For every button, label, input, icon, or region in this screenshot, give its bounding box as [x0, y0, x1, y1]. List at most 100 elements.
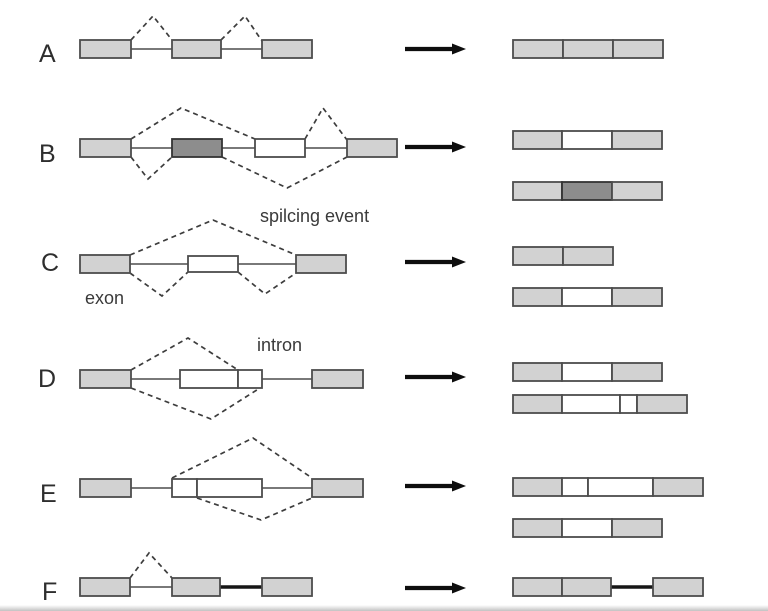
mrna-product-strand — [512, 477, 704, 497]
annotation-intron: intron — [257, 335, 303, 355]
row-e — [79, 437, 704, 538]
exon-box-gray — [611, 130, 663, 150]
exon-box-gray — [512, 477, 563, 497]
splice-event-path — [130, 337, 239, 371]
exon-box-gray — [652, 477, 704, 497]
mrna-product-strand — [512, 518, 663, 538]
row-label-e: E — [40, 480, 57, 508]
exon-box-white — [561, 287, 613, 307]
pre-mrna-strand — [79, 577, 313, 597]
exon-box-white — [179, 369, 239, 389]
exon-box-white — [561, 518, 613, 538]
row-label-c: C — [41, 249, 60, 277]
bottom-edge-shadow — [0, 605, 768, 611]
exon-box-gray — [512, 246, 564, 266]
arrow-head-icon — [452, 371, 466, 383]
exon-box-gray — [79, 39, 132, 59]
mrna-product-strand — [512, 394, 688, 414]
exon-box-gray — [512, 518, 563, 538]
pre-mrna-strand — [79, 138, 398, 158]
row-c — [79, 219, 663, 307]
exon-box-gray — [612, 39, 664, 59]
exon-box-gray — [311, 478, 364, 498]
exon-box-gray — [79, 369, 132, 389]
splice-event-path — [129, 271, 189, 298]
pre-mrna-strand — [79, 369, 364, 389]
exon-box-gray — [79, 577, 131, 597]
splice-event-path — [130, 107, 256, 140]
exon-box-gray — [652, 577, 704, 597]
row-f — [79, 551, 704, 597]
row-a — [79, 14, 664, 59]
exon-box-white — [619, 394, 638, 414]
splice-event-path — [130, 156, 173, 181]
exon-box-gray — [79, 138, 132, 158]
exon-box-gray — [79, 478, 132, 498]
splice-event-path — [221, 156, 348, 189]
exon-box-gray — [611, 287, 663, 307]
splice-event-path — [129, 219, 297, 256]
pre-mrna-strand — [79, 478, 364, 498]
exon-box-gray — [611, 181, 663, 201]
exon-box-dark — [561, 181, 613, 201]
pre-mrna-strand — [79, 39, 313, 59]
exon-box-gray — [261, 577, 313, 597]
exon-box-gray — [611, 362, 663, 382]
splice-event-path — [130, 14, 173, 41]
exon-box-gray — [512, 130, 563, 150]
arrow-head-icon — [452, 256, 466, 268]
exon-box-gray — [512, 577, 563, 597]
exon-box-gray — [611, 518, 663, 538]
exon-box-gray — [636, 394, 688, 414]
exon-box-gray — [512, 362, 563, 382]
mrna-product-strand — [512, 181, 663, 201]
exon-box-gray — [311, 369, 364, 389]
exon-box-white — [171, 478, 198, 498]
annotation-exon: exon — [85, 288, 125, 308]
mrna-product-strand — [512, 130, 663, 150]
exon-box-gray — [295, 254, 347, 274]
row-label-b: B — [39, 140, 56, 168]
exon-box-white — [561, 394, 621, 414]
exon-box-white — [237, 369, 263, 389]
exon-box-gray — [512, 181, 563, 201]
exon-box-gray — [561, 577, 612, 597]
exon-box-gray — [79, 254, 131, 274]
mrna-product-strand — [512, 246, 614, 266]
exon-box-white — [561, 477, 589, 497]
exon-box-gray — [512, 39, 564, 59]
splice-event-path — [171, 437, 313, 479]
exon-box-gray — [562, 39, 614, 59]
arrow-head-icon — [452, 43, 466, 55]
row-b — [79, 106, 663, 201]
exon-box-white — [561, 362, 613, 382]
exon-box-white — [196, 478, 263, 498]
exon-box-white — [187, 255, 239, 273]
mrna-product-strand — [512, 39, 664, 59]
arrow-head-icon — [452, 480, 466, 492]
row-label-f: F — [42, 578, 58, 606]
exon-box-gray — [346, 138, 398, 158]
exon-box-gray — [562, 246, 614, 266]
exon-box-white — [254, 138, 306, 158]
mrna-product-strand — [512, 362, 663, 382]
exon-box-gray — [171, 39, 222, 59]
splice-event-path — [237, 271, 297, 296]
arrow-head-icon — [452, 141, 466, 153]
splice-event-path — [220, 14, 263, 42]
pre-mrna-strand — [79, 254, 347, 274]
exon-box-gray — [512, 394, 563, 414]
mrna-product-strand — [512, 287, 663, 307]
row-label-d: D — [38, 365, 57, 393]
splice-event-path — [129, 551, 173, 579]
exon-box-gray — [512, 287, 563, 307]
splice-event-path — [130, 387, 261, 420]
row-label-a: A — [39, 40, 56, 68]
exon-box-gray — [261, 39, 313, 59]
splice-event-path — [304, 106, 348, 141]
row-d — [79, 337, 688, 420]
annotation-splicing-event: spilcing event — [260, 206, 370, 226]
exon-box-dark — [171, 138, 223, 158]
